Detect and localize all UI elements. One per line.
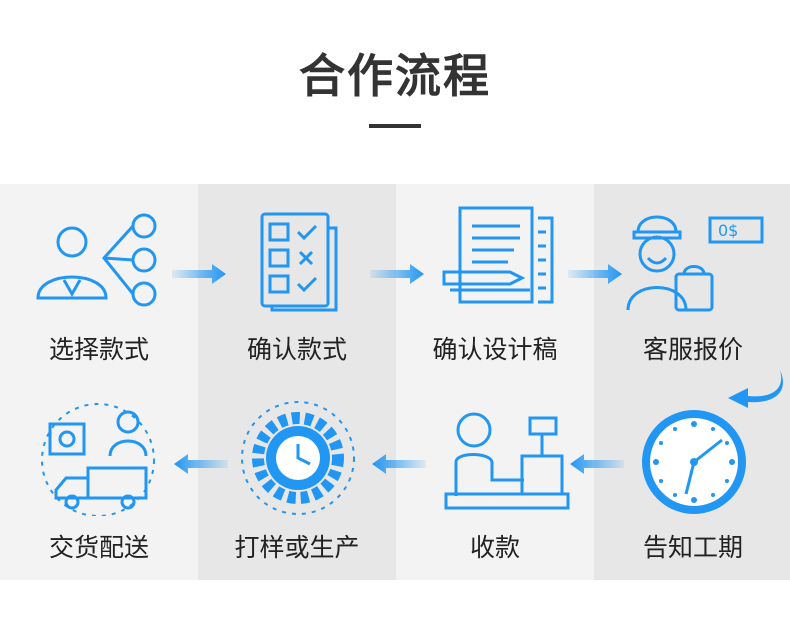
- arrow-turn-icon: [724, 368, 788, 412]
- page-title: 合作流程: [299, 49, 491, 103]
- cashier-icon: [420, 396, 570, 516]
- step-label: 交货配送: [48, 533, 149, 562]
- customer-service-icon: 0$: [618, 198, 768, 318]
- arrow-left-icon: [370, 452, 426, 476]
- org-chart-icon: [24, 198, 174, 318]
- step-label: 确认设计稿: [432, 335, 558, 364]
- step-confirm-design: 确认设计稿: [396, 184, 594, 382]
- step-confirm-style: 确认款式: [198, 184, 396, 382]
- step-label: 选择款式: [48, 335, 149, 364]
- step-label: 打样或生产: [234, 533, 360, 562]
- design-draft-icon: [420, 198, 570, 318]
- title-underline: [369, 124, 421, 128]
- arrow-right-icon: [172, 262, 228, 286]
- step-label: 确认款式: [246, 335, 347, 364]
- step-select-style: 选择款式: [0, 184, 198, 382]
- arrow-right-icon: [568, 262, 624, 286]
- step-payment: 收款: [396, 382, 594, 580]
- price-tag-text: 0$: [718, 221, 738, 240]
- gear-clock-icon: [222, 396, 372, 516]
- checklist-icon: [222, 198, 372, 318]
- step-label: 收款: [469, 533, 520, 562]
- step-label: 客服报价: [642, 335, 743, 364]
- clock-icon: [618, 396, 768, 516]
- step-sample-production: 打样或生产: [198, 382, 396, 580]
- step-quote: 0$ 客服报价: [594, 184, 790, 382]
- arrow-left-icon: [172, 452, 228, 476]
- step-schedule: 告知工期: [594, 382, 790, 580]
- delivery-truck-icon: [24, 396, 174, 516]
- step-delivery: 交货配送: [0, 382, 198, 580]
- arrow-right-icon: [370, 262, 426, 286]
- arrow-left-icon: [568, 452, 624, 476]
- step-label: 告知工期: [642, 533, 743, 562]
